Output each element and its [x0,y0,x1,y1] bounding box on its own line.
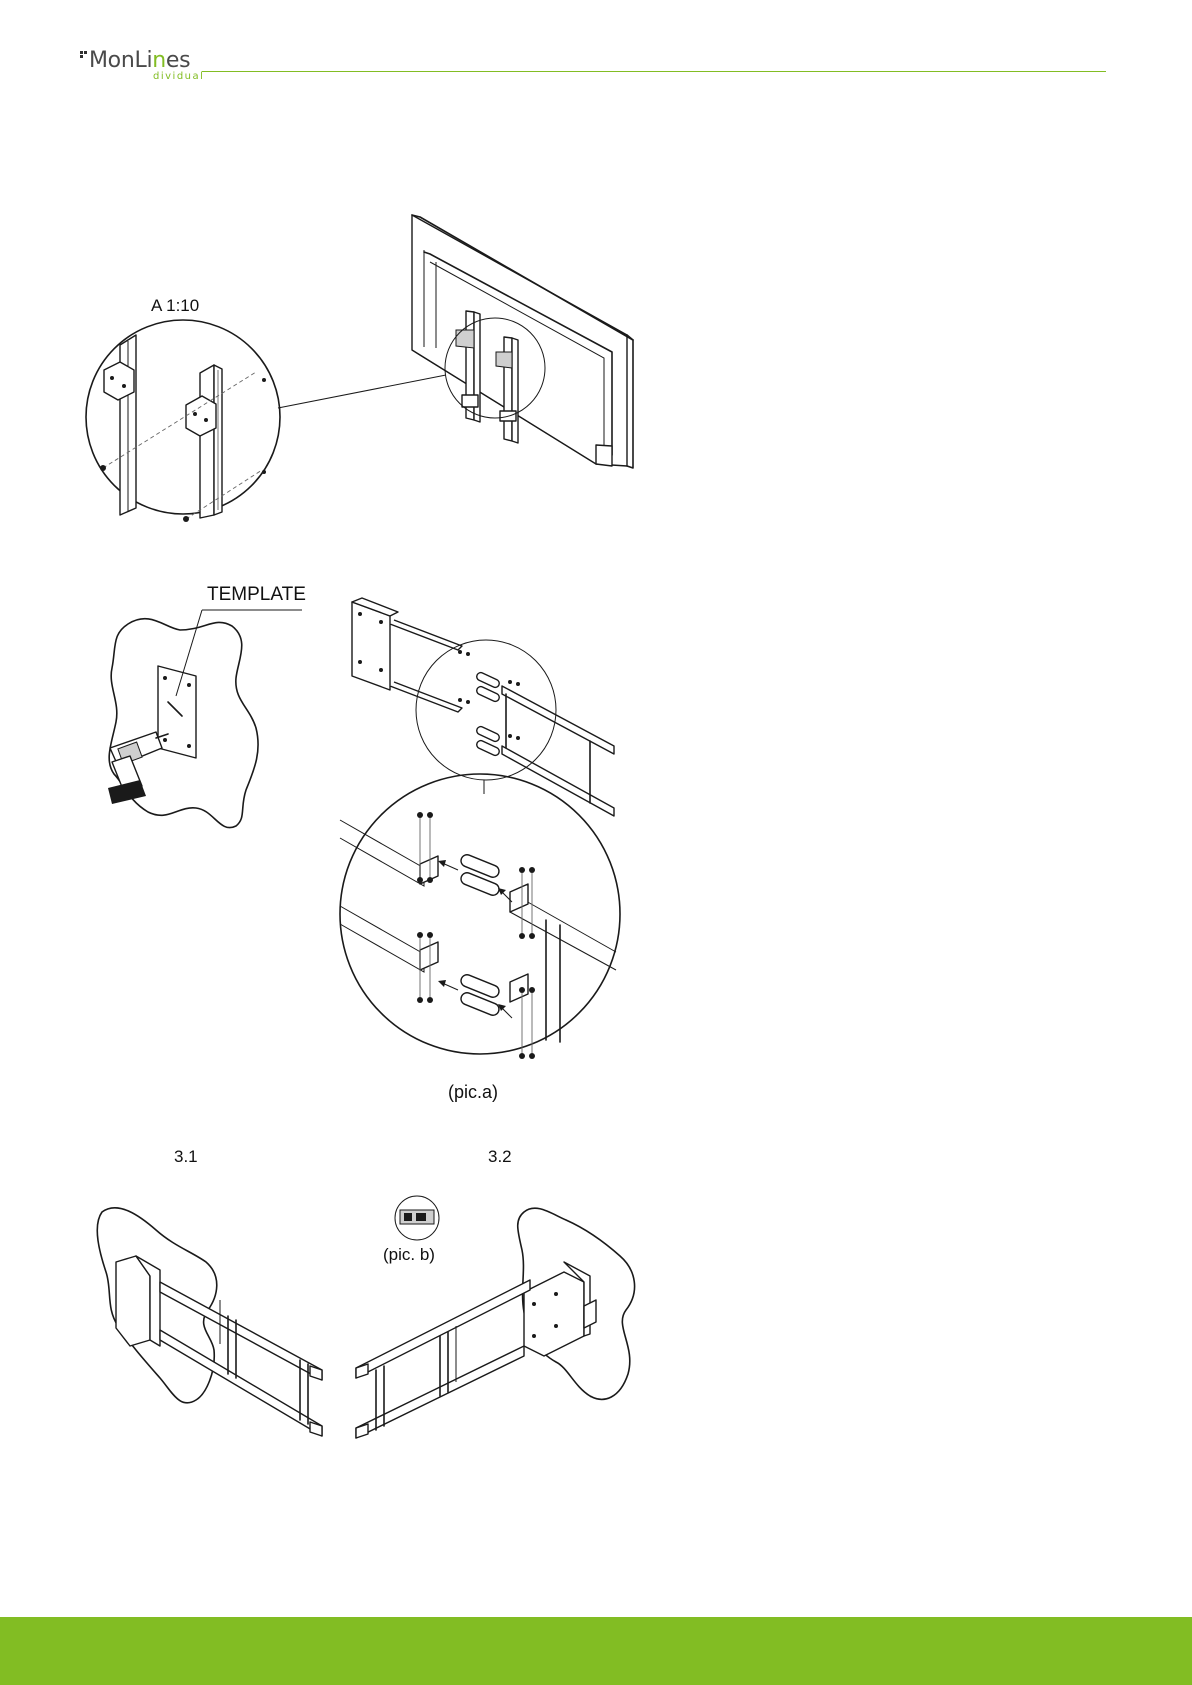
wall-template-figure [108,610,302,828]
step-3-2-label: 3.2 [488,1147,512,1167]
template-label: TEMPLATE [207,584,306,606]
detail-scale-label: A 1:10 [151,296,199,316]
step-3-1-figure [97,1208,322,1436]
step-3-2-figure [356,1196,635,1438]
step-3-1-label: 3.1 [174,1147,198,1167]
pic-a-caption: (pic.a) [448,1082,498,1103]
tv-back-bracket-figure [86,215,633,522]
footer-bar [0,1617,1192,1685]
arm-assembly-figure [340,598,620,1059]
pic-b-caption: (pic. b) [383,1245,435,1265]
